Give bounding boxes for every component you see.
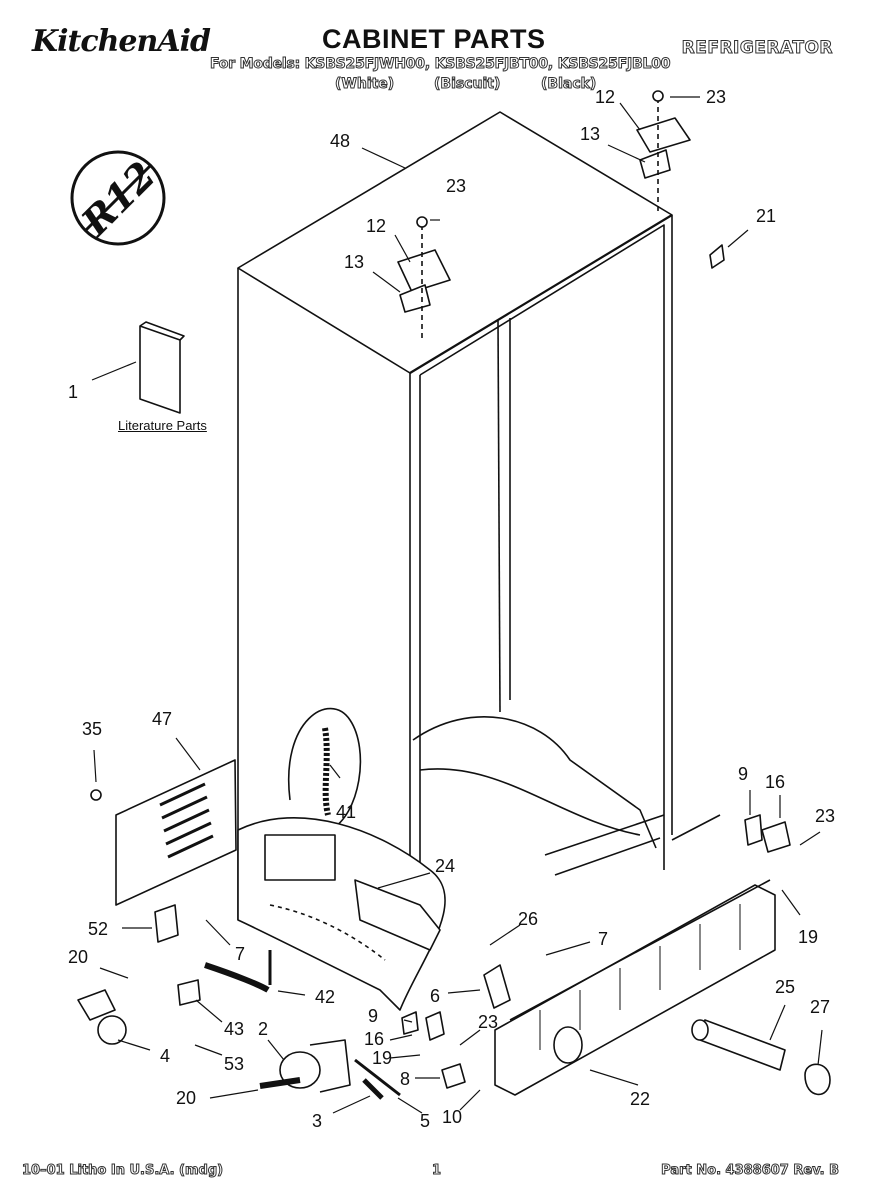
- callout-7-left: 7: [235, 944, 245, 964]
- callout-43: 43: [224, 1019, 244, 1039]
- callout-13-top: 13: [580, 124, 600, 144]
- callout-47: 47: [152, 709, 172, 729]
- callout-35: 35: [82, 719, 102, 739]
- callout-7-right: 7: [598, 929, 608, 949]
- brand-logo: KitchenAid: [32, 24, 211, 59]
- callout-16-bottom: 16: [364, 1029, 384, 1049]
- variant-biscuit: (Biscuit): [433, 76, 501, 93]
- literature-booklet: [139, 325, 181, 414]
- tube-clip-43: [177, 979, 201, 1006]
- callout-23-bottom: 23: [478, 1012, 498, 1032]
- callout-53: 53: [224, 1054, 244, 1074]
- variant-black: (Black): [540, 76, 597, 93]
- roller-8: [441, 1063, 466, 1089]
- lower-hinge-52: [154, 904, 179, 943]
- callout-48: 48: [330, 131, 350, 151]
- screw-3: [362, 1078, 384, 1100]
- callout-21: 21: [756, 206, 776, 226]
- callout-3: 3: [312, 1111, 322, 1131]
- page-title: CABINET PARTS: [322, 24, 546, 54]
- hinge-pin-21: [709, 244, 725, 269]
- literature-parts-label: Literature Parts: [118, 418, 207, 433]
- callout-52: 52: [88, 919, 108, 939]
- bracket-16-right: [761, 821, 791, 853]
- machine-compartment: [237, 817, 446, 1011]
- appliance-type: REFRIGERATOR: [681, 38, 833, 59]
- callout-6: 6: [430, 986, 440, 1006]
- upper-hinge-center: [397, 216, 451, 342]
- bracket-9-right: [744, 814, 763, 846]
- roller-assembly-4: [77, 989, 127, 1045]
- callout-20-top: 20: [68, 947, 88, 967]
- callout-12-center: 12: [366, 216, 386, 236]
- callout-19-right: 19: [798, 927, 818, 947]
- no-r12-badge: [70, 150, 166, 246]
- callout-8: 8: [400, 1069, 410, 1089]
- upper-hinge-right: [636, 90, 691, 215]
- callout-23-center: 23: [446, 176, 466, 196]
- callout-19-bottom: 19: [372, 1048, 392, 1068]
- literature-booklet-spine: [139, 321, 185, 341]
- bracket-16: [425, 1011, 445, 1041]
- screw-35: [90, 789, 102, 801]
- bracket-6: [483, 964, 511, 1009]
- callout-23-top: 23: [706, 87, 726, 107]
- callout-26: 26: [518, 909, 538, 929]
- callout-4: 4: [160, 1046, 170, 1066]
- callout-1: 1: [68, 382, 78, 402]
- model-list: For Models: KSBS25FJWH00, KSBS25FJBT00, …: [209, 56, 671, 73]
- variant-white: (White): [334, 76, 395, 93]
- water-tube-42: [204, 962, 270, 993]
- callout-9-right: 9: [738, 764, 748, 784]
- callout-41: 41: [336, 802, 356, 822]
- callout-16-right: 16: [765, 772, 785, 792]
- callout-9-bottom: 9: [368, 1006, 378, 1026]
- callout-12-top: 12: [595, 87, 615, 107]
- screw-20: [259, 1077, 301, 1089]
- callout-24: 24: [435, 856, 455, 876]
- toe-grille-22: [494, 879, 776, 1096]
- callout-2: 2: [258, 1019, 268, 1039]
- footer-page-number: 1: [431, 1163, 442, 1179]
- filter-end: [691, 1019, 709, 1041]
- callout-25: 25: [775, 977, 795, 997]
- bracket-9: [401, 1011, 419, 1035]
- callout-27: 27: [810, 997, 830, 1017]
- filter-cap-27: [804, 1063, 831, 1096]
- leader-arrows: [91, 96, 823, 1114]
- drain-tube-41: [322, 727, 331, 816]
- cabinet-body: [237, 111, 721, 920]
- callout-20-bottom: 20: [176, 1088, 196, 1108]
- callout-42: 42: [315, 987, 335, 1007]
- cabinet-opening: [287, 707, 362, 831]
- rear-access-panel: [115, 759, 237, 906]
- water-filter-25: [699, 1019, 786, 1071]
- callout-13-center: 13: [344, 252, 364, 272]
- callout-5: 5: [420, 1111, 430, 1131]
- water-valve-24: [354, 879, 441, 951]
- footer-litho: 10–01 Litho In U.S.A. (mdg): [21, 1163, 224, 1179]
- footer-part-number: Part No. 4388607 Rev. B: [661, 1163, 840, 1179]
- callout-10: 10: [442, 1107, 462, 1127]
- callout-23-right: 23: [815, 806, 835, 826]
- callout-22: 22: [630, 1089, 650, 1109]
- screw-5: [354, 1058, 401, 1097]
